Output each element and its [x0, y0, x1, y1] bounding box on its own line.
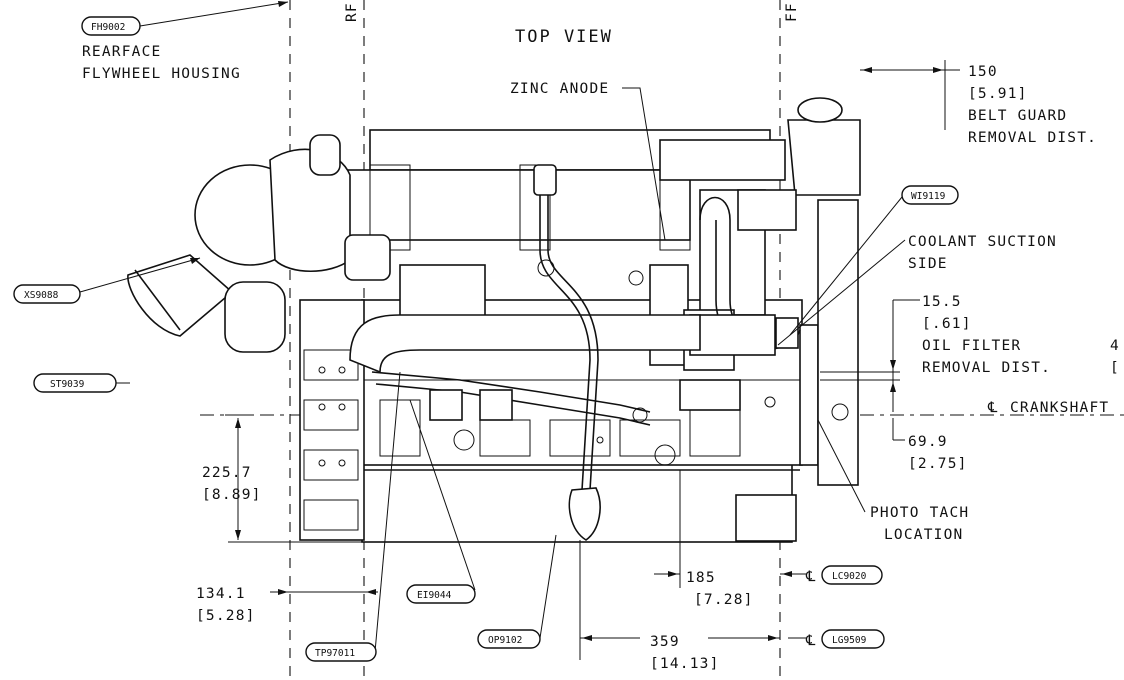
belt-guard-dim-inch: [5.91]	[968, 86, 1028, 102]
belt-guard-line2: REMOVAL DIST.	[968, 130, 1097, 146]
tag-lg9509: LG9509	[821, 629, 885, 649]
engine-body	[299, 97, 861, 543]
lg-offset-dim-mm: 359	[650, 634, 680, 650]
tag-xs9088: XS9088	[13, 284, 81, 304]
tag-st9039-label: ST9039	[50, 379, 85, 390]
turbo-exhaust-elbow	[127, 134, 391, 353]
dimension-lines	[139, 1, 960, 660]
oil-dipstick	[533, 164, 601, 541]
tag-lc9020-label: LC9020	[832, 571, 867, 582]
height-dim-mm: 225.7	[202, 465, 252, 481]
coolant-line1: COOLANT SUCTION	[908, 234, 1057, 250]
view-title: TOP VIEW	[515, 27, 613, 47]
cut-off-bracket: [	[1110, 360, 1120, 376]
rear-offset-dim-inch: [5.28]	[196, 608, 256, 624]
tag-st9039: ST9039	[33, 373, 117, 393]
tag-tp97011: TP97011	[305, 642, 377, 662]
crankshaft-label: CRANKSHAFT	[1010, 400, 1109, 416]
lc-offset-dim-mm: 185	[686, 570, 716, 586]
tag-op9102: OP9102	[477, 629, 541, 649]
crank-offset-dim-mm: 69.9	[908, 434, 948, 450]
tag-lg9509-label: LG9509	[832, 635, 867, 646]
zinc-anode-label: ZINC ANODE	[510, 81, 609, 97]
rear-face-marker: RF	[344, 2, 360, 22]
tag-wi9119-label: WI9119	[911, 191, 946, 202]
lg-offset-dim-inch: [14.13]	[650, 656, 720, 672]
front-face-marker: FF	[784, 2, 800, 22]
oil-filter-line1: OIL FILTER	[922, 338, 1021, 354]
tag-fh9002: FH9002	[81, 16, 141, 36]
lg9509-cl-symbol: ℄	[805, 633, 817, 649]
fh9002-line2: FLYWHEEL HOUSING	[82, 66, 241, 82]
crank-offset-dim-inch: [2.75]	[908, 456, 968, 472]
oil-filter-dim-inch: [.61]	[922, 316, 972, 332]
oil-filter-dim-mm: 15.5	[922, 294, 962, 310]
fh9002-line1: REARFACE	[82, 44, 161, 60]
rear-offset-dim-mm: 134.1	[196, 586, 246, 602]
leader-lines	[79, 87, 920, 653]
tag-xs9088-label: XS9088	[24, 290, 59, 301]
tag-fh9002-label: FH9002	[91, 22, 125, 33]
crankshaft-cl-symbol: ℄	[987, 400, 999, 416]
tag-op9102-label: OP9102	[488, 635, 522, 646]
tag-lc9020: LC9020	[821, 565, 883, 585]
tag-wi9119: WI9119	[901, 185, 959, 205]
coolant-line2: SIDE	[908, 256, 948, 272]
tag-ei9044: EI9044	[406, 584, 476, 604]
lc9020-cl-symbol: ℄	[805, 569, 817, 585]
height-dim-inch: [8.89]	[202, 487, 262, 503]
tag-tp97011-label: TP97011	[315, 648, 355, 659]
belt-guard-dim-mm: 150	[968, 64, 998, 80]
photo-tach-line2: LOCATION	[884, 527, 963, 543]
tag-ei9044-label: EI9044	[417, 590, 452, 601]
oil-filter-line2: REMOVAL DIST.	[922, 360, 1051, 376]
photo-tach-line1: PHOTO TACH	[870, 505, 969, 521]
belt-guard-line1: BELT GUARD	[968, 108, 1067, 124]
lc-offset-dim-inch: [7.28]	[694, 592, 754, 608]
cut-off-number: 4	[1110, 338, 1120, 354]
